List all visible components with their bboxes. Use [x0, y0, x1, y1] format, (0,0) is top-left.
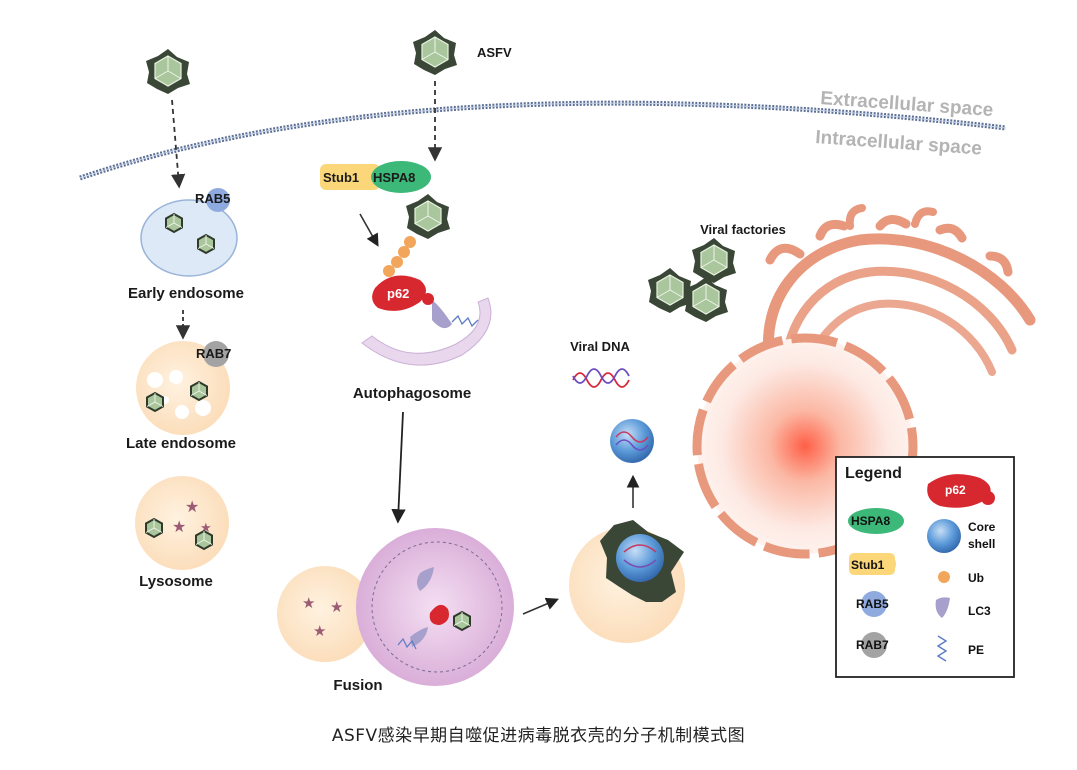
- svg-text:★: ★: [200, 521, 212, 536]
- rab7-icon: [203, 341, 229, 367]
- legend-rab5: RAB5: [856, 597, 889, 611]
- viral-factories-label: Viral factories: [700, 222, 786, 237]
- rab5-label: RAB5: [195, 191, 230, 206]
- viral-dna-label: Viral DNA: [570, 339, 630, 354]
- legend-pe: PE: [968, 643, 984, 657]
- virus-icon: [405, 193, 451, 240]
- legend-shell: shell: [968, 537, 995, 551]
- legend-rab7: RAB7: [856, 638, 889, 652]
- virus-icon: [145, 48, 191, 95]
- legend-title: Legend: [845, 465, 902, 482]
- p62-icon: [372, 275, 426, 311]
- lysosome-label: Lysosome: [139, 573, 213, 590]
- pe-icon: [936, 635, 948, 662]
- asfv-label: ASFV: [477, 45, 512, 60]
- virus-icon: [412, 29, 458, 76]
- rab7-icon: [861, 632, 887, 658]
- legend-stub1: Stub1: [851, 558, 885, 572]
- hspa8-label: HSPA8: [373, 170, 415, 185]
- svg-text:★: ★: [302, 594, 315, 612]
- svg-text:★: ★: [313, 622, 326, 640]
- core-shell-icon: [927, 519, 961, 553]
- p62-label: p62: [387, 286, 409, 301]
- fusion-arrow: [391, 411, 406, 524]
- stub1-icon: [849, 553, 895, 575]
- binding-arrow: [359, 213, 379, 247]
- stub1-label: Stub1: [323, 170, 359, 185]
- legend-lc3: LC3: [968, 604, 991, 618]
- ub-icon: [938, 571, 950, 583]
- uncoating-vesicle: [569, 520, 685, 643]
- early-endosome-label: Early endosome: [128, 285, 244, 302]
- p62-icon: [927, 474, 991, 508]
- autophagosome-membrane: [361, 297, 492, 366]
- release-arrow: [522, 597, 559, 615]
- figure-caption: ASFV感染早期自噬促进病毒脱衣壳的分子机制模式图: [331, 726, 746, 746]
- plasma-membrane: [79, 100, 1007, 181]
- legend-core: Core: [968, 520, 996, 534]
- rab7-label: RAB7: [196, 346, 231, 361]
- svg-text:★: ★: [185, 497, 199, 516]
- core-shell: [610, 419, 654, 463]
- legend-p62: p62: [945, 483, 966, 497]
- stub1-icon: [320, 164, 380, 190]
- hspa8-icon: [848, 508, 904, 534]
- legend-hspa8: HSPA8: [851, 514, 890, 528]
- fusion-label: Fusion: [333, 677, 382, 694]
- late-endosome: [136, 341, 230, 435]
- hspa8-icon: [371, 161, 431, 193]
- legend-ub: Ub: [968, 571, 984, 585]
- svg-text:★: ★: [330, 598, 343, 616]
- lysosome: ★ ★ ★: [135, 476, 229, 570]
- intracellular-space-label: Intracellular space: [815, 127, 983, 160]
- autolysosome: [356, 528, 514, 686]
- lc3-icon: [432, 300, 452, 329]
- svg-text:★: ★: [172, 517, 186, 536]
- viral-factories: [647, 237, 737, 323]
- rab5-icon: [206, 188, 230, 212]
- early-endosome: [140, 199, 238, 277]
- late-endosome-label: Late endosome: [126, 435, 236, 452]
- viral-dna-icon: [572, 368, 630, 388]
- autophagosome-label: Autophagosome: [353, 385, 471, 402]
- legend: Legend p62 HSPA8 Core shell Stub1 Ub RAB…: [835, 456, 1015, 678]
- ubiquitin-chain: [383, 236, 416, 277]
- rab5-icon: [861, 591, 887, 617]
- fusing-lysosome: ★ ★ ★: [277, 566, 373, 662]
- pe-icon: [451, 314, 479, 328]
- lc3-icon: [935, 597, 950, 618]
- entry-arrow: [170, 99, 186, 189]
